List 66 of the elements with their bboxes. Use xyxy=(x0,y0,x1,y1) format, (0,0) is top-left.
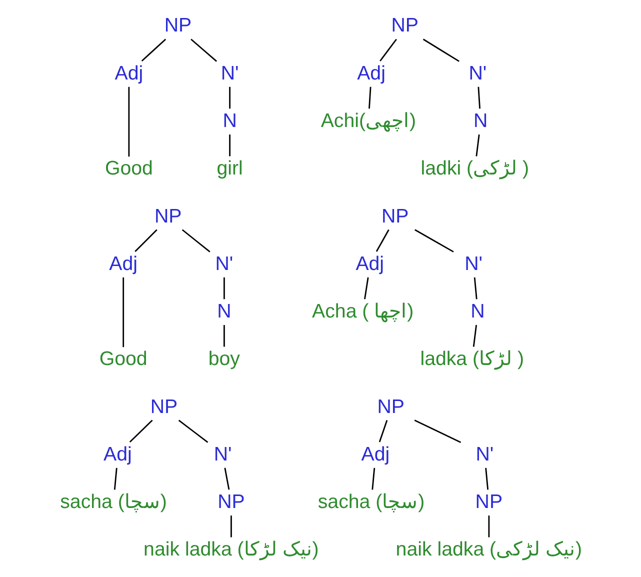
connector xyxy=(378,420,388,442)
node-text: Adj xyxy=(361,443,390,466)
connector xyxy=(364,277,369,300)
node-text: NP xyxy=(381,205,409,228)
node-text: naik ladka (نیک لڑکا) xyxy=(144,538,319,561)
connector xyxy=(224,325,225,347)
node-text: Adj xyxy=(114,62,144,84)
connector xyxy=(476,134,480,156)
node-text: N xyxy=(217,300,232,322)
connector xyxy=(488,516,490,538)
connector xyxy=(134,229,158,252)
node-text: N' xyxy=(476,443,494,466)
connector xyxy=(128,86,130,157)
connector xyxy=(414,229,454,252)
node-text: Good xyxy=(104,158,153,180)
connector xyxy=(190,38,217,62)
node-text: naik ladka (نیک لڑکی) xyxy=(396,538,582,561)
connector xyxy=(474,277,478,300)
node-text: sacha (سچا) xyxy=(318,491,425,514)
connector xyxy=(129,420,153,443)
node-text: ladka (لڑکا ) xyxy=(420,348,524,370)
connector xyxy=(422,38,460,62)
connector xyxy=(485,468,489,490)
connector xyxy=(178,420,208,443)
connector xyxy=(472,324,478,347)
connector xyxy=(224,277,225,300)
node-text: Adj xyxy=(109,252,138,275)
connector xyxy=(380,38,397,62)
node-text: Achi(اچھی) xyxy=(320,110,416,132)
connector xyxy=(376,229,390,252)
node-text: N' xyxy=(215,252,234,275)
node-text: boy xyxy=(208,348,240,370)
node-text: Adj xyxy=(356,252,384,275)
node-text: Adj xyxy=(104,443,132,466)
node-text: N xyxy=(222,110,237,132)
connector xyxy=(229,134,230,156)
node-text: NP xyxy=(377,396,405,418)
node-text: N xyxy=(470,300,485,322)
node-text: Adj xyxy=(357,62,386,84)
node-text: ladki (لڑکی ) xyxy=(420,158,530,180)
node-text: N xyxy=(473,110,488,132)
node-text: NP xyxy=(218,491,245,514)
node-text: N' xyxy=(220,62,239,84)
connector xyxy=(141,38,166,62)
connector xyxy=(229,86,230,109)
connector xyxy=(368,86,372,109)
connector xyxy=(182,229,210,252)
node-text: NP xyxy=(475,491,503,514)
connector xyxy=(122,277,124,348)
connector xyxy=(230,516,232,538)
node-text: Good xyxy=(99,348,148,370)
node-text: sacha (سچا) xyxy=(60,491,167,514)
connector xyxy=(114,468,118,490)
node-text: N' xyxy=(464,252,482,275)
node-text: NP xyxy=(150,396,178,418)
node-text: NP xyxy=(154,205,182,228)
connector xyxy=(372,468,376,490)
node-text: Acha ( اچھا) xyxy=(312,300,414,322)
node-text: girl xyxy=(216,158,243,180)
connector xyxy=(478,86,480,109)
node-text: NP xyxy=(391,14,419,37)
node-text: N' xyxy=(214,443,232,466)
connector xyxy=(414,420,462,443)
connector xyxy=(224,468,230,490)
node-text: NP xyxy=(164,14,192,37)
node-text: N' xyxy=(468,62,487,84)
